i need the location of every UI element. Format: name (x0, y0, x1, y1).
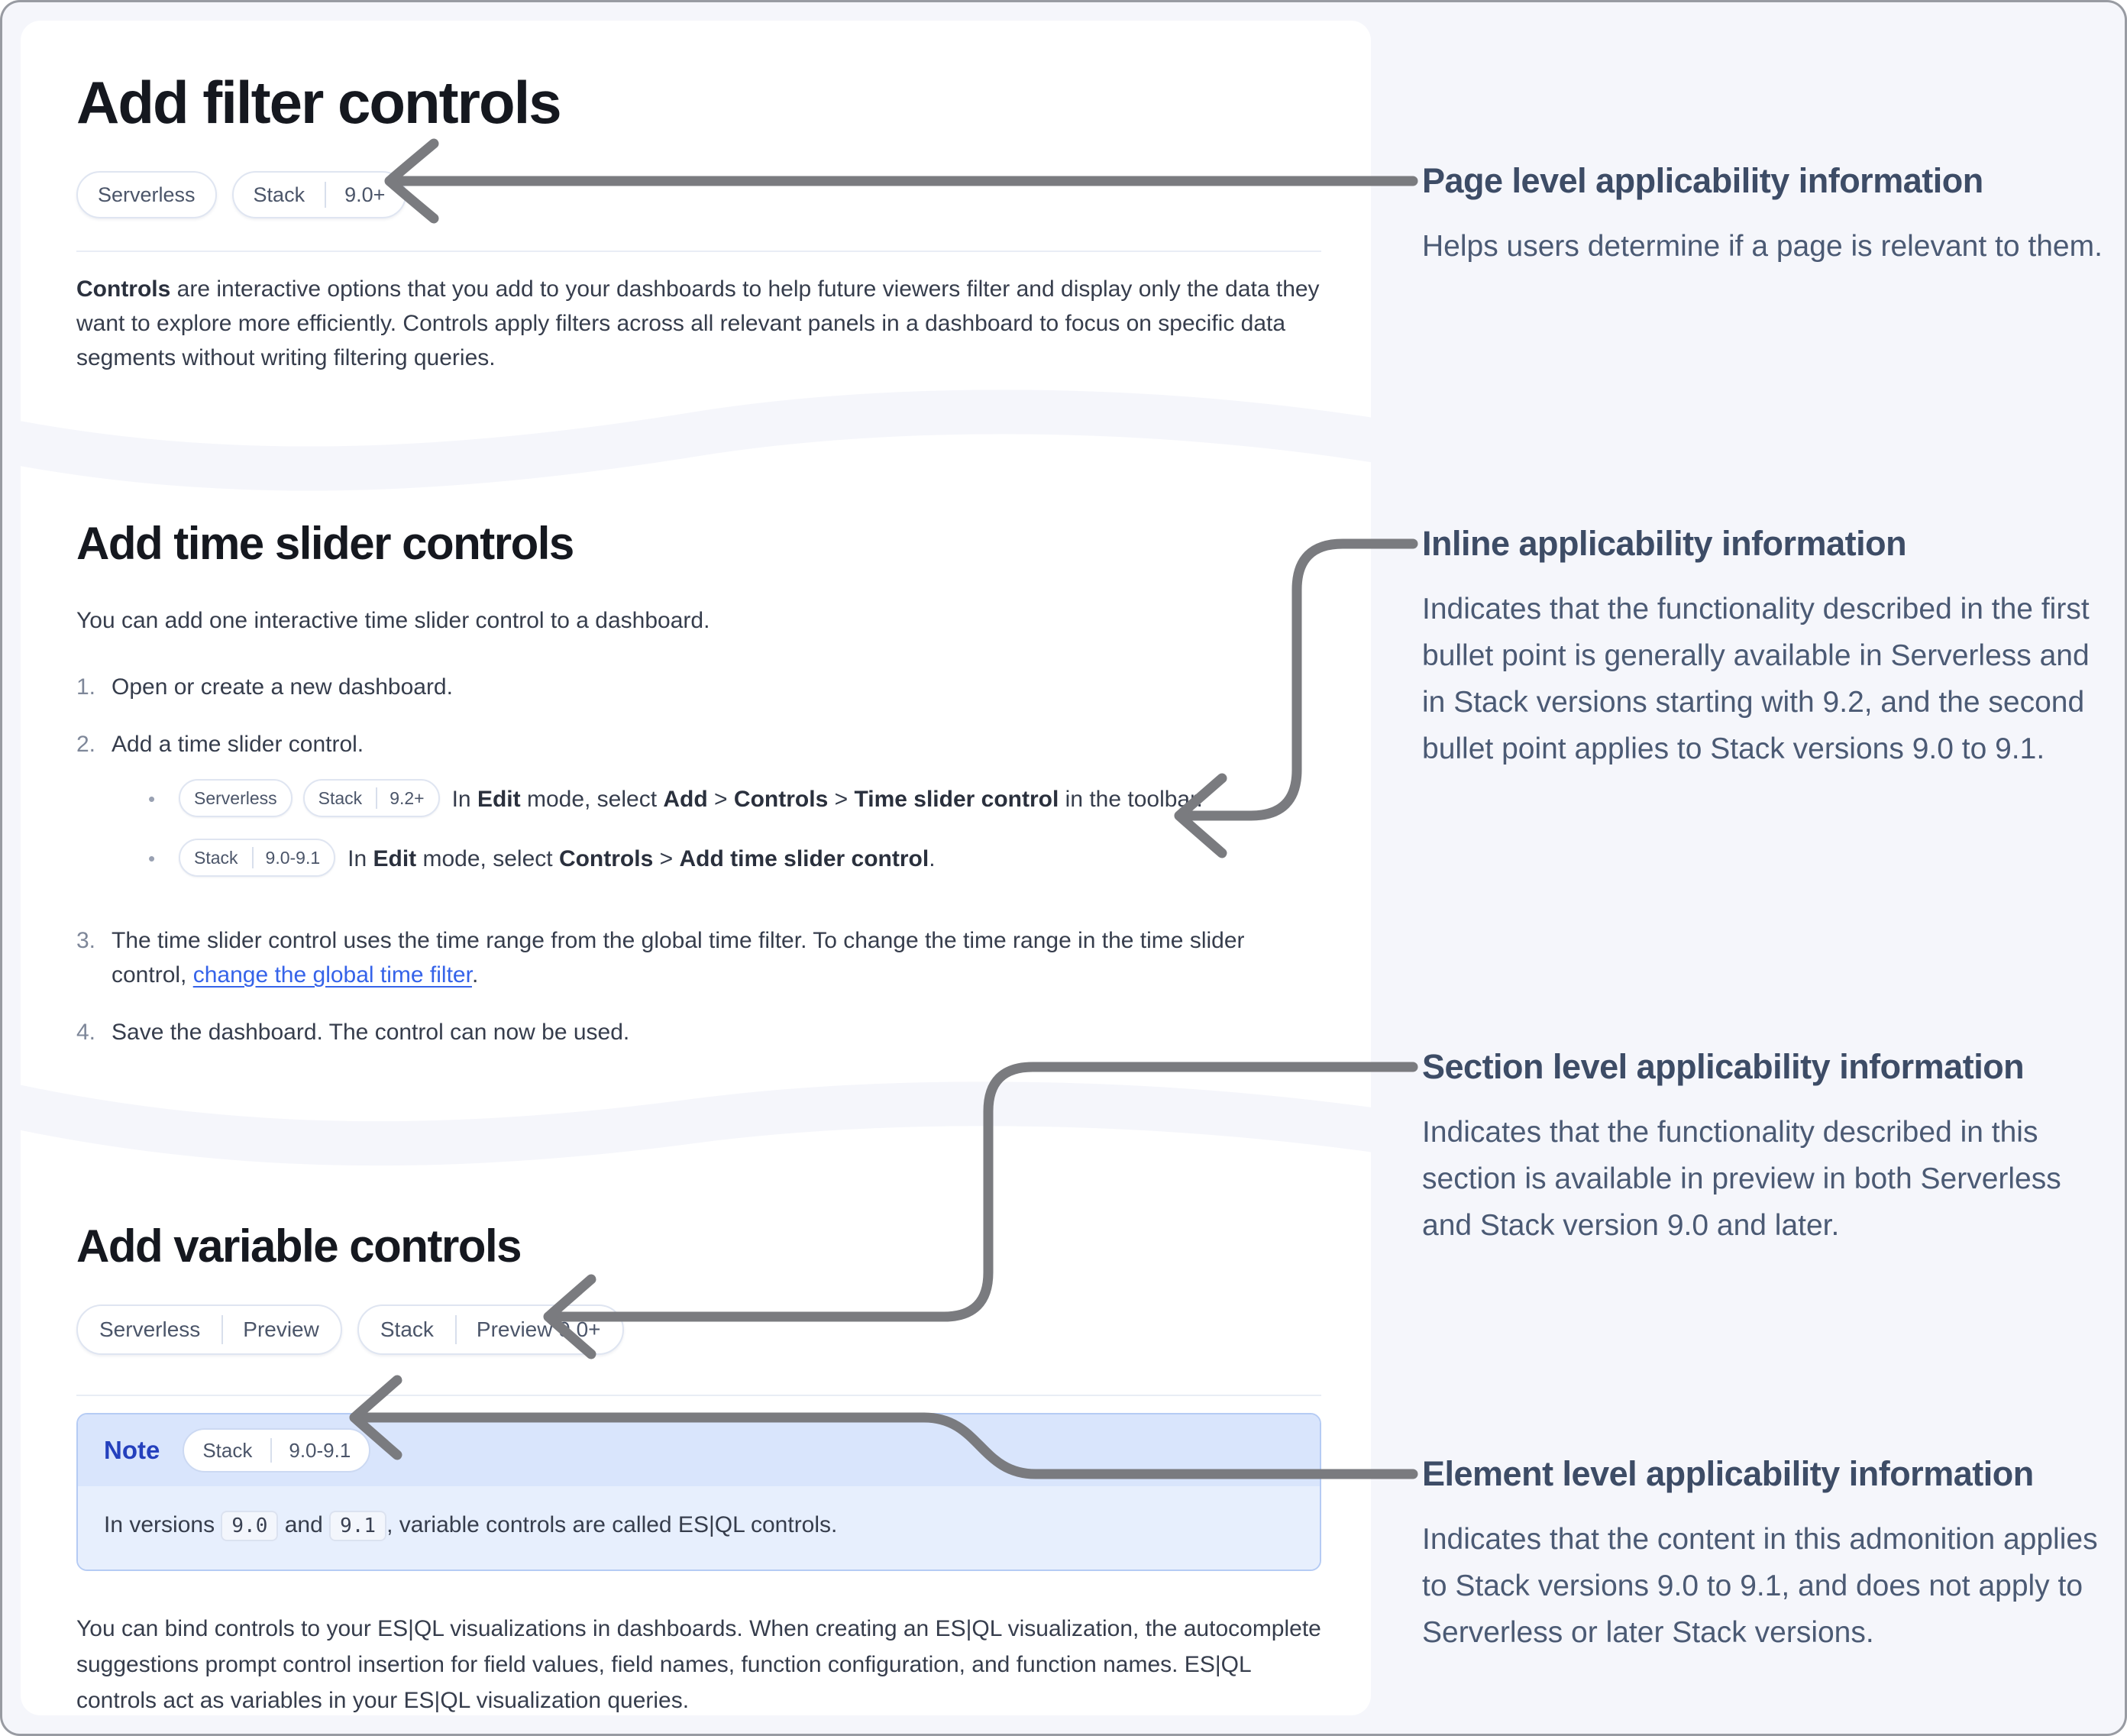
step-text: Open or create a new dashboard. (112, 674, 453, 700)
badge-segment: Stack (253, 183, 305, 206)
badge-segment: Stack (194, 848, 238, 868)
applicability-badge: Serverless (76, 171, 217, 218)
bullet-text: In Edit mode, select Add > Controls > Ti… (451, 786, 1203, 812)
badge-segment: Preview 9.0+ (454, 1306, 622, 1353)
bullet-marker: • (148, 847, 156, 870)
note-label: Note (104, 1436, 160, 1464)
annotation-section-level: Section level applicability information … (1422, 1046, 2113, 1249)
step-number: 2. (76, 732, 96, 757)
section-intro-paragraph: Controls are interactive options that yo… (76, 276, 1320, 370)
code-chip: 9.1 (329, 1511, 387, 1541)
badge-segment: Stack (202, 1438, 253, 1462)
annotation-page-level: Page level applicability information Hel… (1422, 160, 2113, 270)
section-body-paragraph: You can bind controls to your ES|QL visu… (76, 1616, 1321, 1713)
step-number: 1. (76, 674, 96, 700)
step-number: 3. (76, 928, 96, 953)
applicability-badge: Stack Preview 9.0+ (357, 1304, 624, 1355)
note-badge-row: Stack 9.0-9.1 (183, 1428, 371, 1473)
annotation-body: Helps users determine if a page is relev… (1422, 230, 2103, 263)
step-item: 1. Open or create a new dashboard. (76, 670, 1321, 704)
badge-segment: Stack (380, 1317, 434, 1341)
annotation-body: Indicates that the functionality describ… (1422, 593, 2090, 765)
badge-segment: 9.0-9.1 (251, 840, 335, 875)
note-header: Note Stack 9.0-9.1 (78, 1414, 1320, 1486)
bullet-marker: • (148, 787, 156, 810)
applicability-badge: Serverless Preview (76, 1304, 342, 1355)
inline-badge-row: Stack 9.0-9.1 (179, 839, 336, 877)
note-body: In versions 9.0 and 9.1, variable contro… (78, 1486, 1320, 1570)
applicability-badge: Stack 9.2+ (302, 779, 440, 817)
page-badge-row: Serverless Stack 9.0+ (76, 171, 1321, 218)
inline-link[interactable]: change the global time filter (192, 962, 472, 988)
step-text: Add a time slider control. (112, 732, 364, 757)
applicability-badge: Serverless (179, 779, 293, 817)
steps-list: 1. Open or create a new dashboard. 2. Ad… (76, 670, 1321, 1049)
badge-segment: Serverless (194, 788, 277, 808)
bullet-item: • Stack 9.0-9.1 In Edit mode, select Contr… (148, 839, 1321, 879)
annotation-title: Page level applicability information (1422, 161, 1983, 200)
badge-segment: Serverless (98, 183, 196, 206)
badge-segment: 9.0+ (325, 173, 405, 217)
section-add-time-slider-controls: Add time slider controls You can add one… (76, 518, 1321, 1072)
inline-badge-row: Serverless Stack 9.2+ (179, 779, 440, 817)
section-title: Add variable controls (76, 1220, 522, 1272)
code-chip: 9.0 (221, 1511, 279, 1541)
step-item: 2. Add a time slider control. • Serverle… (76, 727, 1321, 900)
section-title: Add time slider controls (76, 518, 574, 569)
step-text: The time slider control uses the time ra… (112, 928, 1245, 988)
badge-segment: 9.0-9.1 (270, 1430, 369, 1471)
section-divider (76, 1395, 1321, 1396)
badge-segment: Stack (318, 788, 363, 808)
step-item: 3. The time slider control uses the time… (76, 923, 1321, 992)
applicability-badge: Stack 9.0-9.1 (179, 839, 336, 877)
annotation-title: Inline applicability information (1422, 524, 1907, 563)
bullet-item: • Serverless Stack 9.2+ In Edit mode, selec… (148, 779, 1321, 820)
annotation-body: Indicates that the functionality describ… (1422, 1116, 2061, 1242)
note-admonition: Note Stack 9.0-9.1 In versions 9.0 and 9.… (76, 1413, 1321, 1571)
bullet-text: In Edit mode, select Controls > Add time… (347, 845, 936, 871)
section-badge-row: Serverless Preview Stack Preview 9.0+ (76, 1304, 1321, 1355)
annotation-title: Section level applicability information (1422, 1047, 2025, 1086)
badge-segment: Serverless (99, 1317, 201, 1341)
step-number: 4. (76, 1020, 96, 1045)
annotation-title: Element level applicability information (1422, 1454, 2034, 1493)
step-text: Save the dashboard. The control can now … (112, 1020, 630, 1045)
page-title: Add filter controls (76, 69, 562, 136)
section-divider (76, 251, 1321, 252)
applicability-badge: Stack 9.0-9.1 (183, 1428, 371, 1473)
step-item: 4. Save the dashboard. The control can n… (76, 1015, 1321, 1049)
annotation-element-level: Element level applicability information … (1422, 1453, 2113, 1656)
annotation-body: Indicates that the content in this admon… (1422, 1523, 2098, 1649)
badge-segment: 9.2+ (376, 781, 438, 816)
applicability-badge: Stack 9.0+ (231, 171, 407, 218)
section-intro-paragraph: You can add one interactive time slider … (76, 608, 710, 633)
badge-segment: Preview (221, 1306, 341, 1353)
annotation-inline-level: Inline applicability information Indicat… (1422, 523, 2113, 772)
